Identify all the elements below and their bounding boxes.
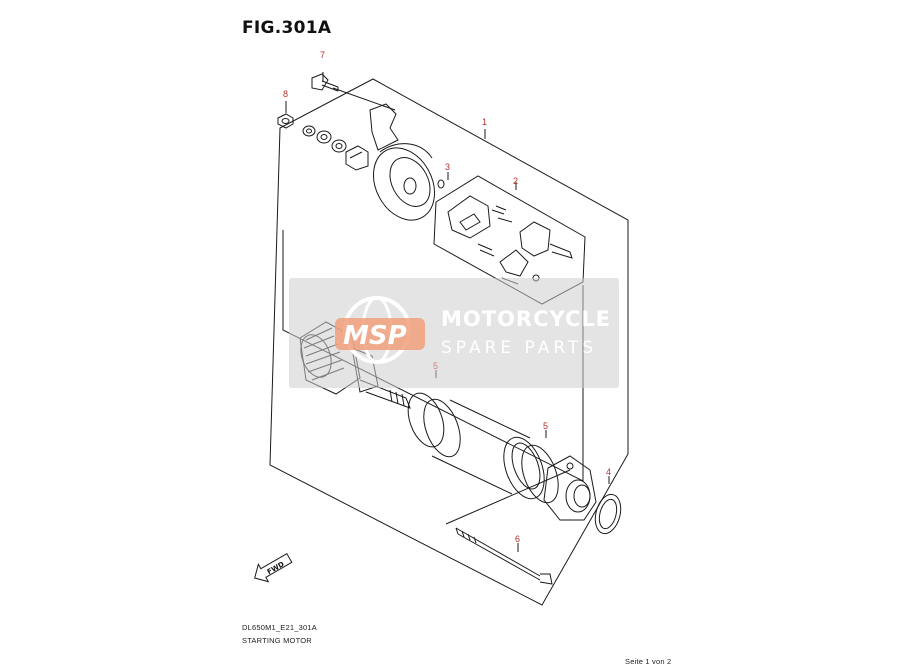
callout-1: 1 bbox=[482, 117, 487, 127]
callout-6: 6 bbox=[515, 534, 520, 544]
callout-4: 4 bbox=[606, 467, 611, 477]
yoke-icon bbox=[423, 398, 545, 500]
callout-5b: 5 bbox=[543, 421, 548, 431]
diagram-name: STARTING MOTOR bbox=[242, 636, 312, 645]
nut-icon bbox=[277, 113, 294, 129]
figure-title: FIG.301A bbox=[242, 18, 332, 38]
assembly-frame bbox=[269, 78, 629, 606]
front-cover-icon bbox=[543, 455, 597, 521]
fwd-label: FWD bbox=[266, 560, 286, 576]
washer-set-icon bbox=[302, 125, 369, 171]
bolt-icon bbox=[311, 73, 339, 92]
o-ring-small-icon bbox=[437, 179, 445, 189]
brush-holder-icon bbox=[447, 195, 573, 285]
watermark-logo-text: MSP bbox=[343, 321, 407, 351]
callout-7: 7 bbox=[320, 50, 325, 60]
diagram-code: DL650M1_E21_301A bbox=[242, 623, 317, 632]
o-ring-icon bbox=[594, 493, 622, 535]
gasket-icon bbox=[407, 392, 445, 448]
fwd-arrow-icon bbox=[254, 552, 293, 583]
o-ring-inner-icon bbox=[598, 498, 618, 530]
page-indicator: Seite 1 von 2 bbox=[625, 657, 672, 666]
end-cover-icon bbox=[369, 103, 435, 221]
watermark-logo-icon: MSP bbox=[335, 296, 425, 364]
through-bolt-icon bbox=[445, 469, 571, 585]
callout-3: 3 bbox=[445, 162, 450, 172]
watermark-logo-badge bbox=[335, 318, 425, 350]
callout-2: 2 bbox=[513, 176, 518, 186]
callout-8: 8 bbox=[283, 89, 288, 99]
watermark-subtitle: SPARE PARTS bbox=[441, 338, 598, 358]
gasket-icon-2 bbox=[521, 444, 559, 504]
watermark-title: MOTORCYCLE bbox=[441, 307, 612, 331]
